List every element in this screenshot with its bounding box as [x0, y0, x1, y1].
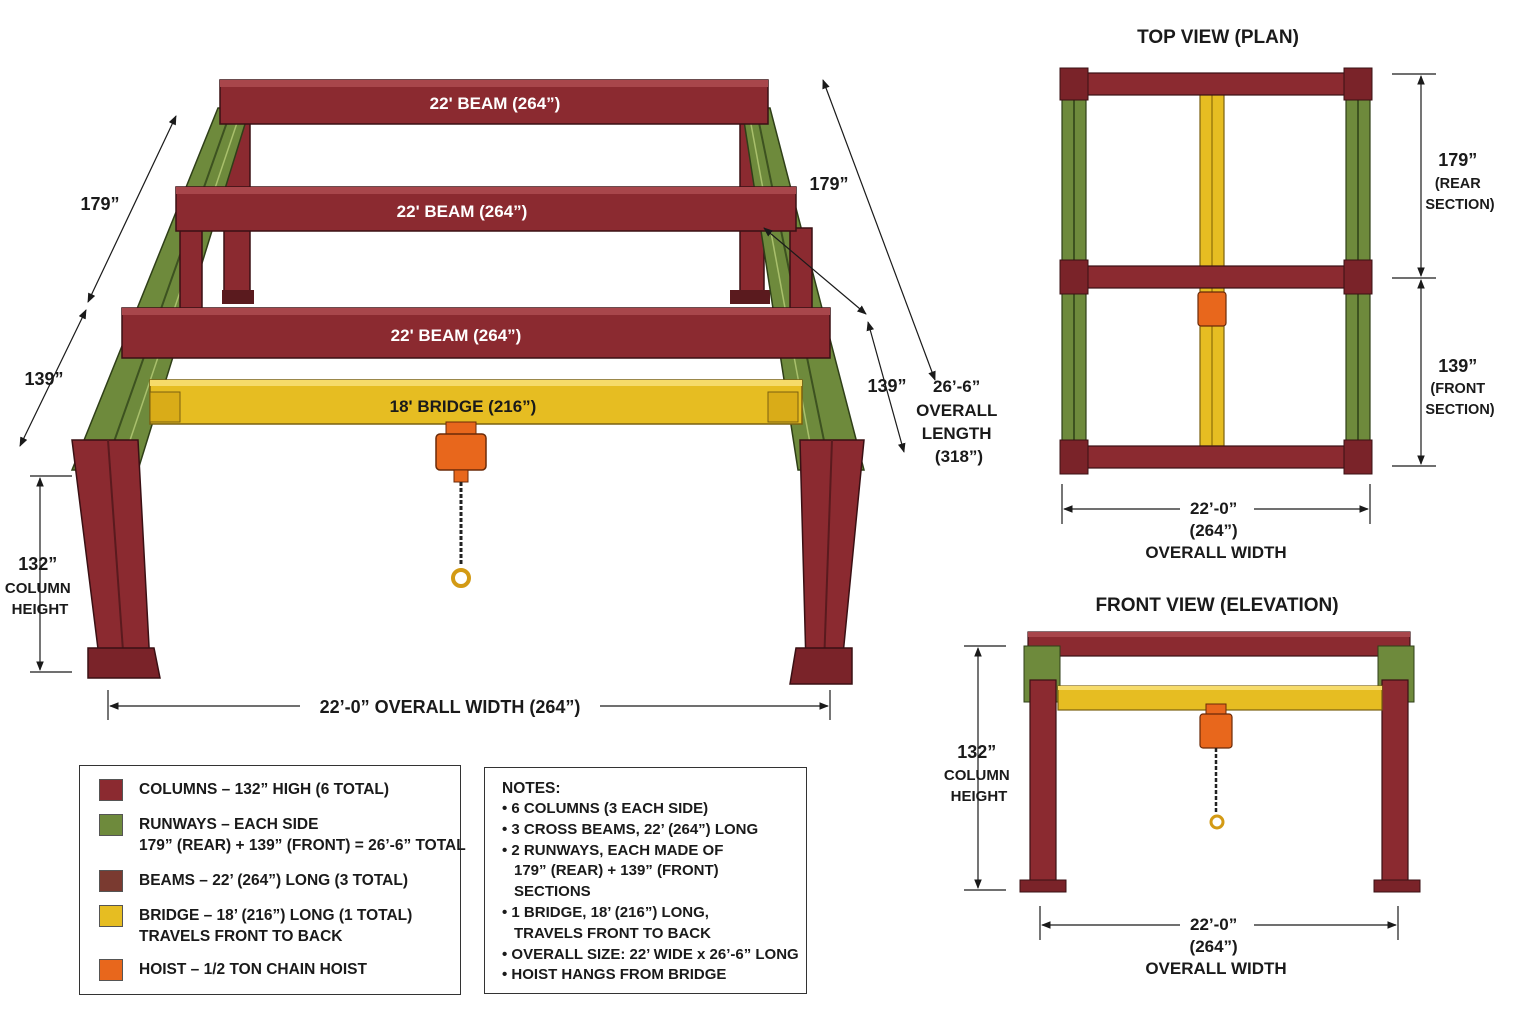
note-item: • 1 BRIDGE, 18’ (216”) LONG, TRAVELS FRON… [502, 903, 806, 945]
top-view-title: TOP VIEW (PLAN) [1137, 27, 1299, 48]
note-line: TRAVELS FRONT TO BACK [514, 924, 711, 942]
iso-right-rear-dim: 179” [809, 174, 848, 194]
legend-runways-detail: 179” (REAR) + 139” (FRONT) = 26’-6” TOTA… [139, 837, 466, 854]
legend-item-beams: BEAMS – 22’ (264”) LONG (3 TOTAL) [99, 870, 408, 892]
note-item: • 6 COLUMNS (3 EACH SIDE) [502, 799, 806, 820]
front-view-height-dim: 132” COLUMN HEIGHT [944, 742, 1014, 805]
note-line: SECTIONS [514, 883, 591, 901]
notes-title: NOTES: [502, 780, 561, 797]
bridge-swatch [99, 905, 123, 927]
iso-right-front-dim: 139” [867, 376, 906, 396]
iso-left-rear-dim: 179” [80, 194, 119, 214]
beam-swatch [99, 870, 123, 892]
note-item: • HOIST HANGS FROM BRIDGE [502, 965, 806, 986]
legend-item-bridge: BRIDGE – 18’ (216”) LONG (1 TOTAL) TRAVE… [99, 905, 412, 947]
iso-column-height: 132” COLUMN HEIGHT [5, 554, 75, 618]
note-item: • 2 RUNWAYS, EACH MADE OF 179” (REAR) + 1… [502, 841, 806, 903]
top-view-front-dim: 139” (FRONT SECTION) [1425, 356, 1494, 418]
front-view-width-dim: 22’-0” (264”) OVERALL WIDTH [1145, 915, 1286, 978]
iso-hoist [435, 421, 487, 588]
front-view-title: FRONT VIEW (ELEVATION) [1095, 595, 1338, 616]
iso-left-front-dim: 139” [24, 369, 63, 389]
hoist-swatch [99, 959, 123, 981]
note-item: • 3 CROSS BEAMS, 22’ (264”) LONG [502, 820, 806, 841]
iso-overall-width: 22’-0” OVERALL WIDTH (264”) [320, 697, 581, 717]
legend-item-columns: COLUMNS – 132” HIGH (6 TOTAL) [99, 779, 389, 801]
notes-list: • 6 COLUMNS (3 EACH SIDE) • 3 CROSS BEAMS… [502, 799, 806, 986]
front-columns [71, 439, 865, 685]
note-line: • HOIST HANGS FROM BRIDGE [502, 966, 727, 984]
legend-hoist-text: HOIST – 1/2 TON CHAIN HOIST [139, 961, 367, 978]
legend: COLUMNS – 132” HIGH (6 TOTAL) RUNWAYS – … [79, 765, 466, 995]
legend-beams-text: BEAMS – 22’ (264”) LONG (3 TOTAL) [139, 872, 409, 889]
note-line: • 2 RUNWAYS, EACH MADE OF [502, 841, 724, 859]
legend-runways-text: RUNWAYS – EACH SIDE [139, 816, 319, 833]
iso-beam-label-front: 22' BEAM (264”) [391, 326, 522, 345]
note-line: • 1 BRIDGE, 18’ (216”) LONG, [502, 903, 709, 921]
legend-item-runways: RUNWAYS – EACH SIDE 179” (REAR) + 139” (… [99, 814, 466, 856]
iso-overall-length: 26’-6” OVERALL LENGTH (318”) [916, 377, 1002, 466]
isometric-view: 22' BEAM (264”) 22' BEAM (264”) 22' BEAM… [5, 79, 1002, 720]
note-line: 179” (REAR) + 139” (FRONT) [514, 862, 719, 880]
iso-beam-label-rear: 22' BEAM (264”) [430, 94, 561, 113]
note-item: • OVERALL SIZE: 22’ WIDE x 26’-6” LONG [502, 945, 806, 966]
top-view: TOP VIEW (PLAN) 179” (REAR [1059, 27, 1495, 562]
front-view: FRONT VIEW (ELEVATION) 132” COLUMN HEIGH… [944, 595, 1421, 978]
legend-bridge-detail: TRAVELS FRONT TO BACK [139, 928, 343, 945]
top-view-width-dim: 22’-0” (264”) OVERALL WIDTH [1145, 499, 1286, 562]
legend-bridge-text: BRIDGE – 18’ (216”) LONG (1 TOTAL) [139, 907, 413, 924]
iso-dimensions [19, 79, 936, 720]
runway-swatch [99, 814, 123, 836]
note-line: • OVERALL SIZE: 22’ WIDE x 26’-6” LONG [502, 945, 799, 963]
note-line: • 3 CROSS BEAMS, 22’ (264”) LONG [502, 820, 759, 838]
note-line: • 6 COLUMNS (3 EACH SIDE) [502, 800, 709, 817]
column-swatch [99, 779, 123, 801]
iso-bridge-label: 18' BRIDGE (216”) [390, 397, 537, 416]
iso-beam-label-middle: 22' BEAM (264”) [397, 202, 528, 221]
legend-item-hoist: HOIST – 1/2 TON CHAIN HOIST [99, 959, 367, 981]
notes-panel: NOTES: • 6 COLUMNS (3 EACH SIDE) • 3 CROS… [484, 767, 807, 994]
iso-bridge [149, 379, 803, 425]
legend-columns-text: COLUMNS – 132” HIGH (6 TOTAL) [139, 781, 390, 798]
top-view-rear-dim: 179” (REAR SECTION) [1425, 150, 1494, 213]
